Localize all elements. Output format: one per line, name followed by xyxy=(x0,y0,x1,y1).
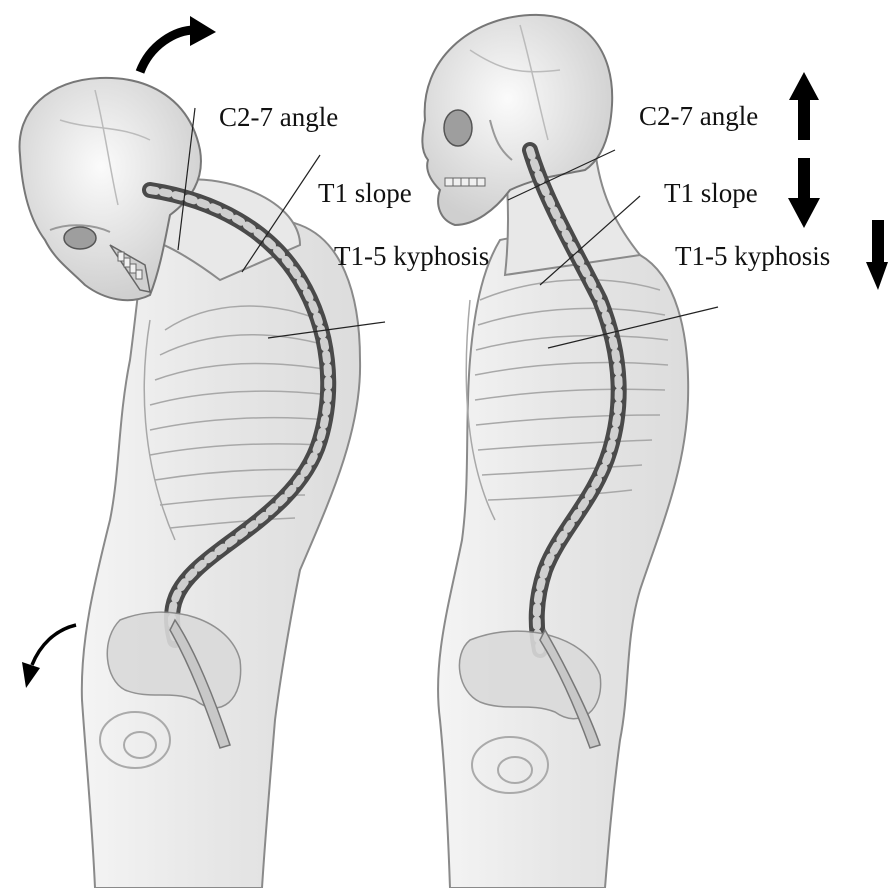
left-figure xyxy=(20,16,385,888)
left-t1-5-kyphosis-label: T1-5 kyphosis xyxy=(334,243,489,270)
right-t1-slope-label: T1 slope xyxy=(664,180,758,207)
right-c2-7-angle-label: C2-7 angle xyxy=(639,103,758,130)
pelvis-rotation-arrow-icon xyxy=(32,625,76,665)
left-t1-slope-label: T1 slope xyxy=(318,180,412,207)
right-figure xyxy=(422,15,718,888)
head-forward-rotation-arrow-icon xyxy=(140,30,195,72)
up-arrow-icon xyxy=(789,72,819,142)
left-c2-7-angle-label: C2-7 angle xyxy=(219,104,338,131)
right-body-silhouette xyxy=(438,236,688,888)
down-arrow-icon xyxy=(788,158,820,228)
right-t1-5-kyphosis-label: T1-5 kyphosis xyxy=(675,243,830,270)
down-arrow-icon xyxy=(862,220,888,290)
